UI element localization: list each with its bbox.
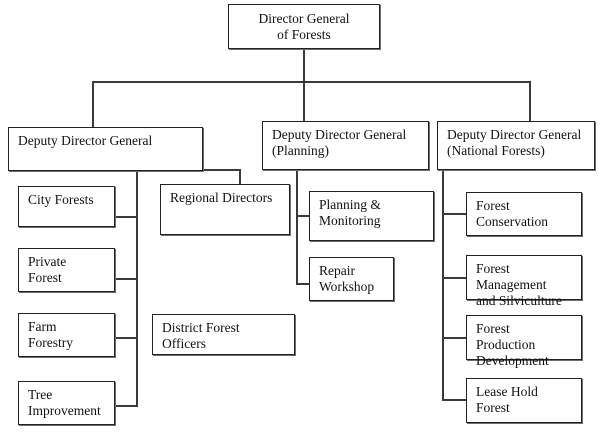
connector-stub-repair-workshop <box>296 283 310 285</box>
connector-drop-ddg-planning <box>303 81 305 122</box>
node-forest-conservation[interactable]: Forest Conservation <box>466 192 582 236</box>
connector-stub-forest-production <box>442 337 468 339</box>
connector-bus-ddg-national-forests <box>442 170 444 400</box>
connector-level2-bus <box>92 81 531 83</box>
connector-stub-city-forests <box>114 216 138 218</box>
node-regional-directors[interactable]: Regional Directors <box>160 184 290 235</box>
node-private-forest[interactable]: Private Forest <box>18 248 115 292</box>
node-director-general[interactable]: Director General of Forests <box>228 4 380 49</box>
node-ddg-planning[interactable]: Deputy Director General (Planning) <box>262 121 429 170</box>
connector-stub-lease-hold-forest <box>442 399 468 401</box>
connector-stub-forest-management <box>442 277 468 279</box>
node-city-forests[interactable]: City Forests <box>18 186 115 227</box>
node-forest-production[interactable]: Forest Production Development <box>466 315 582 368</box>
connector-bus-ddg-planning <box>296 170 298 285</box>
node-repair-workshop[interactable]: Repair Workshop <box>309 257 394 301</box>
node-farm-forestry[interactable]: Farm Forestry <box>18 313 115 357</box>
node-district-forest-officers[interactable]: District Forest Officers <box>152 314 295 355</box>
node-ddg-national-forests[interactable]: Deputy Director General (National Forest… <box>437 121 595 170</box>
node-forest-management[interactable]: Forest Management and Silviculture <box>466 255 582 308</box>
node-lease-hold-forest[interactable]: Lease Hold Forest <box>466 378 582 423</box>
node-ddg-general[interactable]: Deputy Director General <box>8 127 203 171</box>
connector-bus-ddg-general <box>136 170 138 407</box>
connector-stub-farm-forestry <box>114 337 138 339</box>
connector-drop-ddg-national-forests <box>529 81 531 122</box>
connector-drop-regional-directors <box>239 170 241 185</box>
connector-stub-private-forest <box>114 278 138 280</box>
connector-root-stem <box>303 48 305 82</box>
connector-stub-forest-conservation <box>442 213 468 215</box>
node-planning-monitoring[interactable]: Planning & Monitoring <box>309 191 434 241</box>
node-tree-improvement[interactable]: Tree Improvement <box>18 381 115 425</box>
connector-drop-ddg-general <box>92 81 94 128</box>
connector-stub-planning-monitoring <box>296 215 310 217</box>
connector-stub-tree-improvement <box>114 405 138 407</box>
